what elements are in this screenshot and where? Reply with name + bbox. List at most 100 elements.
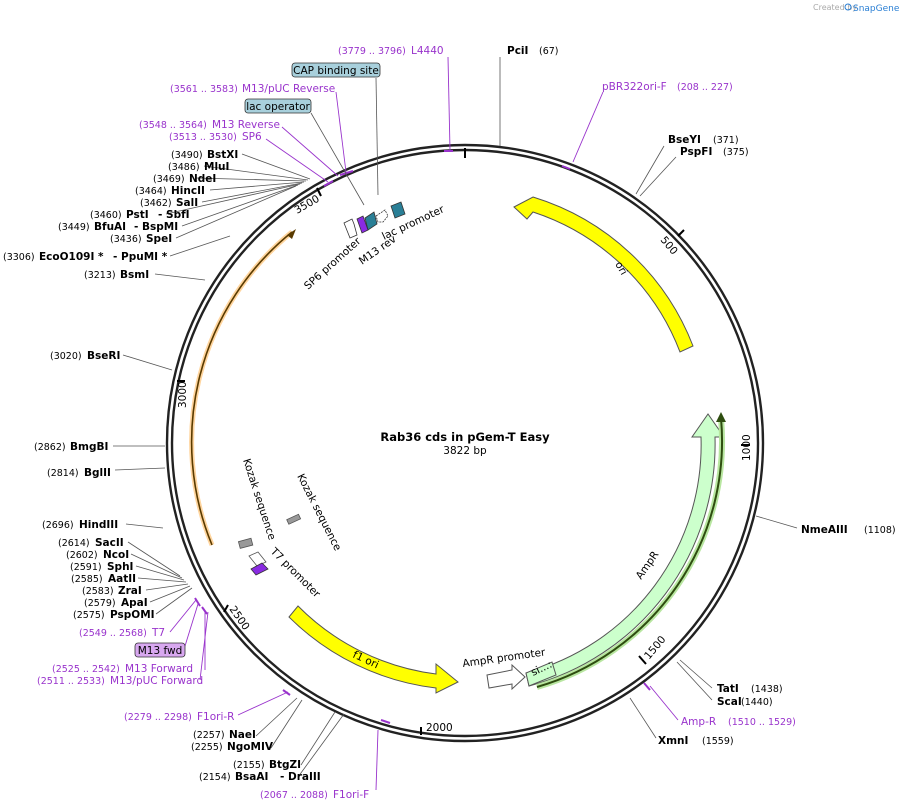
site-pspfi-name[interactable]: PspFI	[680, 146, 712, 158]
site-sali-name[interactable]: SalI	[176, 197, 198, 209]
kozak-sequence-feature-2[interactable]	[237, 537, 254, 549]
created-by-label: Created by	[813, 3, 857, 12]
primer-m13-rev-name[interactable]: M13 Reverse	[212, 119, 280, 131]
cap-binding-site-label: CAP binding site	[293, 65, 379, 77]
cap-binding-site-box[interactable]	[291, 62, 381, 78]
site-ngomiv-name[interactable]: NgoMIV	[227, 741, 274, 753]
lac-operator-feature[interactable]	[364, 211, 378, 231]
m13puc-rev-mark	[339, 170, 354, 176]
tick-3500	[316, 187, 322, 197]
site-hindiii-name[interactable]: HindIII	[79, 519, 118, 531]
site-xmni-name[interactable]: XmnI	[658, 735, 688, 747]
f1-ori-feature[interactable]	[288, 605, 459, 694]
primer-m13-fwd-name[interactable]: M13 Forward	[125, 663, 193, 675]
site-naei-pos: (2257)	[193, 730, 225, 741]
site-nmeaiii-pos: (1108)	[864, 525, 896, 536]
primer-sp6-pos: (3513 .. 3530)	[169, 132, 237, 143]
primer-sp6-name[interactable]: SP6	[242, 131, 262, 143]
m13-fwd-box[interactable]	[134, 642, 186, 658]
primer-f1ori-f-name[interactable]: F1ori-F	[333, 789, 369, 801]
site-bmgbi-pos: (2862)	[34, 442, 66, 453]
site-tati-pos: (1438)	[751, 684, 783, 695]
site-bstxi-pos: (3490)	[171, 150, 203, 161]
primer-l4440-pos: (3779 .. 3796)	[338, 46, 406, 57]
primer-t7-name[interactable]: T7	[151, 627, 165, 639]
site-pspomi-name[interactable]: PspOMI	[110, 609, 155, 621]
site-ppumi-name[interactable]: - PpuMI *	[113, 251, 168, 263]
m13-fwd-feature[interactable]	[250, 562, 269, 576]
site-bspmi-name[interactable]: - BspMI	[134, 221, 178, 233]
tick-label-500: 500	[658, 234, 680, 257]
plasmid-length: 3822 bp	[443, 445, 487, 457]
primer-f1ori-r-pos: (2279 .. 2298)	[124, 712, 192, 723]
site-nmeaiii-name[interactable]: NmeAIII	[801, 524, 848, 536]
primer-ampr-name[interactable]: Amp-R	[681, 716, 716, 728]
insert-arc[interactable]	[536, 417, 724, 688]
insert-left-arc[interactable]	[190, 231, 293, 546]
site-ncoi-name[interactable]: NcoI	[103, 549, 129, 561]
site-zrai-name[interactable]: ZraI	[118, 585, 142, 597]
site-apai-name[interactable]: ApaI	[121, 597, 148, 609]
lac-promoter-feature[interactable]	[375, 209, 389, 223]
primer-m13puc-fwd-name[interactable]: M13/pUC Forward	[110, 675, 203, 687]
site-sacii-name[interactable]: SacII	[95, 537, 124, 549]
site-xmni-pos: (1559)	[702, 736, 734, 747]
site-tati-name[interactable]: TatI	[717, 683, 739, 695]
site-psti-name[interactable]: PstI	[126, 209, 149, 221]
site-btgzi-name[interactable]: BtgZI	[269, 759, 301, 771]
backbone-outer-strand	[165, 143, 765, 743]
insert-left-arc-halo	[189, 230, 294, 546]
primer-m13puc-rev-pos: (3561 .. 3583)	[170, 84, 238, 95]
sp6-promoter-label: SP6 promoter	[302, 235, 364, 292]
site-aatii-pos: (2585)	[71, 574, 103, 585]
site-pcii-name[interactable]: PciI	[507, 45, 528, 57]
primer-pbr322-pos: (208 .. 227)	[677, 82, 733, 93]
signal-sequence-feature[interactable]	[525, 661, 557, 687]
m13-rev-feature[interactable]	[356, 215, 369, 234]
sp6-promoter-feature[interactable]	[343, 218, 358, 239]
site-mlui-name[interactable]: MluI	[204, 161, 229, 173]
site-bseyi-name[interactable]: BseYI	[668, 134, 701, 146]
site-bsmi-name[interactable]: BsmI	[120, 269, 149, 281]
leader-lines	[113, 57, 798, 778]
site-bfuai-pos: (3449)	[58, 222, 90, 233]
t7-promoter-feature[interactable]	[248, 551, 267, 567]
site-aatii-name[interactable]: AatII	[108, 573, 136, 585]
lac-operator-box[interactable]	[244, 98, 312, 114]
site-draiii-name[interactable]: - DraIII	[280, 771, 321, 783]
site-bglii-pos: (2814)	[47, 468, 79, 479]
cap-binding-site-feature[interactable]	[390, 201, 406, 219]
site-bstxi-name[interactable]: BstXI	[207, 149, 238, 161]
site-bsaai-name[interactable]: BsaAI	[235, 771, 268, 783]
primer-f1ori-r-name[interactable]: F1ori-R	[197, 711, 234, 723]
site-bmgbi-name[interactable]: BmgBI	[70, 441, 108, 453]
snapgene-brand[interactable]: SnapGene	[853, 4, 900, 14]
f1ori-f-mark	[380, 719, 391, 724]
site-sbfi-name[interactable]: - SbfI	[158, 209, 190, 221]
site-sali-pos: (3462)	[140, 198, 172, 209]
ampr-promoter-feature[interactable]	[486, 663, 526, 691]
ori-feature[interactable]	[513, 196, 694, 353]
site-ndei-name[interactable]: NdeI	[189, 173, 216, 185]
site-hincii-name[interactable]: HincII	[171, 185, 205, 197]
primer-m13puc-rev-name[interactable]: M13/pUC Reverse	[242, 83, 335, 95]
site-zrai-pos: (2583)	[82, 586, 114, 597]
site-scai-name[interactable]: ScaI	[717, 696, 742, 708]
kozak-sequence-label-1: Kozak sequence	[294, 472, 343, 553]
site-naei-name[interactable]: NaeI	[229, 729, 256, 741]
site-btgzi-pos: (2155)	[233, 760, 265, 771]
site-sphi-name[interactable]: SphI	[107, 561, 133, 573]
site-psti-pos: (3460)	[90, 210, 122, 221]
site-bfuai-name[interactable]: BfuAI	[94, 221, 126, 233]
insert-left-arc-arrowhead	[287, 229, 296, 239]
primer-l4440-name[interactable]: L4440	[411, 45, 444, 57]
sp6-mark	[323, 180, 334, 187]
primer-pbr322-name[interactable]: pBR322ori-F	[602, 81, 667, 93]
primer-m13puc-fwd-pos: (2511 .. 2533)	[37, 676, 105, 687]
site-bseri-name[interactable]: BseRI	[87, 350, 120, 362]
site-eco-name[interactable]: EcoO109I *	[39, 251, 104, 263]
site-ngomiv-pos: (2255)	[191, 742, 223, 753]
site-spei-name[interactable]: SpeI	[146, 233, 172, 245]
site-bglii-name[interactable]: BglII	[84, 467, 111, 479]
kozak-sequence-feature-1[interactable]	[286, 513, 302, 525]
